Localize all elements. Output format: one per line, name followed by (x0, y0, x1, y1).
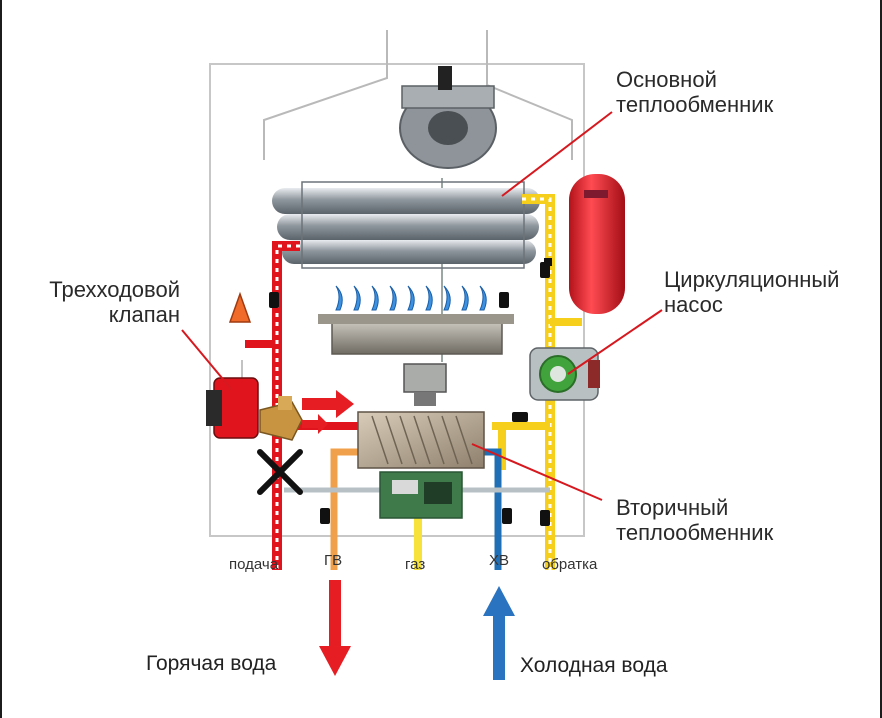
gas-valve (403, 363, 447, 406)
main-heat-exchanger (272, 181, 540, 269)
safety-valve (228, 291, 252, 323)
pipe-label-supply: подача (229, 556, 279, 573)
three-way-valve (206, 377, 303, 441)
label-three-way-valve-line1: Трехходовой (49, 277, 180, 302)
secondary-heat-exchanger (357, 411, 485, 469)
flow-label-cold-water: Холодная вода (520, 654, 668, 677)
flow-arrow-dhw (302, 390, 354, 418)
cold-water-pipe (482, 448, 502, 570)
circulation-pump (529, 347, 600, 401)
label-main-exchanger-line1: Основной (616, 67, 717, 92)
label-three-way-valve-line2: клапан (108, 301, 180, 327)
dhw-hot-pipe (330, 448, 358, 570)
label-circulation-pump: Циркуляционный насос (664, 267, 840, 317)
pipe-label-cold-water: ХВ (489, 552, 510, 569)
flow-label-hot-water: Горячая вода (146, 652, 277, 675)
burner (318, 285, 514, 355)
label-main-exchanger: Основной теплообменник (616, 67, 774, 117)
closed-mark (257, 449, 303, 495)
pipe-label-hot-water: ГВ (324, 552, 343, 569)
fan (399, 66, 497, 169)
pipe-label-gas: газ (405, 556, 426, 573)
callout-lines (181, 111, 663, 501)
label-main-exchanger-line2: теплообменник (616, 91, 774, 117)
label-circulation-pump-line1: Циркуляционный (664, 267, 840, 292)
hot-water-arrow (319, 580, 351, 676)
pipe-label-return: обратка (542, 556, 598, 573)
control-board (379, 471, 463, 519)
label-secondary-exchanger-line1: Вторичный (616, 495, 729, 520)
label-secondary-exchanger-line2: теплообменник (616, 519, 774, 545)
return-pipe (492, 194, 582, 570)
expansion-tank (569, 174, 625, 314)
label-three-way-valve: Трехходовой клапан (20, 277, 180, 327)
label-secondary-exchanger: Вторичный теплообменник (616, 495, 774, 545)
label-circulation-pump-line2: насос (664, 291, 723, 317)
sensors (269, 258, 552, 526)
cold-water-arrow (483, 586, 515, 680)
